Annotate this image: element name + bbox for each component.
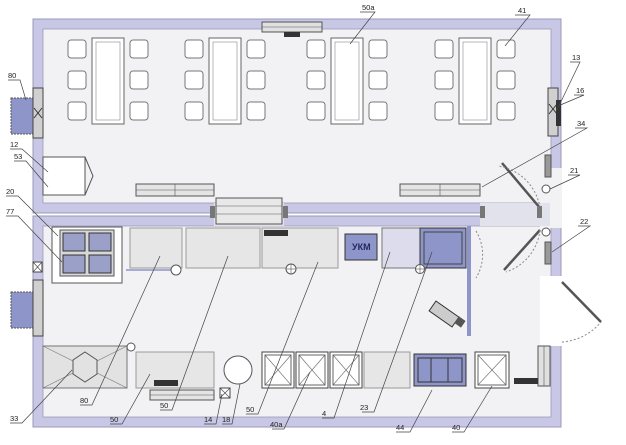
label-41: 41 bbox=[518, 6, 526, 15]
label-33: 33 bbox=[10, 414, 18, 423]
door-lower-right-b bbox=[561, 281, 602, 343]
lamp-22 bbox=[541, 227, 551, 237]
label-44: 44 bbox=[396, 423, 404, 432]
label-80-lower: 80 bbox=[80, 396, 88, 405]
stove-77 bbox=[51, 226, 123, 284]
vent-unit-lower bbox=[10, 279, 44, 337]
label-77: 77 bbox=[6, 207, 14, 216]
dining-table-group-3 bbox=[306, 37, 388, 125]
panel-22 bbox=[544, 241, 552, 265]
right-wall-unit bbox=[547, 87, 561, 137]
cabinet-44 bbox=[413, 353, 467, 387]
label-80-upper: 80 bbox=[8, 71, 16, 80]
drain-strip bbox=[154, 380, 178, 386]
label-50-a: 50 bbox=[110, 415, 118, 424]
dining-table-group-2 bbox=[184, 37, 266, 125]
radiator-top bbox=[261, 21, 323, 37]
counter-row-top bbox=[126, 227, 339, 276]
dining-table-group-1 bbox=[67, 37, 149, 125]
radiator-lower-right bbox=[514, 345, 551, 387]
wall-fixture bbox=[428, 300, 466, 328]
fridge-40 bbox=[474, 351, 510, 389]
vent-unit-upper bbox=[10, 87, 44, 139]
bench-corridor bbox=[215, 197, 283, 225]
dining-table-group-4 bbox=[434, 37, 516, 125]
bench-upper-left bbox=[135, 183, 215, 197]
lamp-21 bbox=[541, 184, 551, 194]
leader-lines bbox=[6, 11, 592, 433]
sink-unit-23 bbox=[381, 227, 467, 274]
label-20: 20 bbox=[6, 187, 14, 196]
label-34: 34 bbox=[577, 119, 585, 128]
label-16: 16 bbox=[576, 86, 584, 95]
bench-upper-right bbox=[399, 183, 481, 197]
fridge-row-40a bbox=[261, 351, 363, 389]
door-interior bbox=[475, 230, 484, 279]
label-13: 13 bbox=[572, 53, 580, 62]
ukm-label: УКМ bbox=[352, 242, 371, 252]
right-door-openings bbox=[540, 168, 563, 346]
door-upper-right bbox=[497, 162, 541, 209]
partition bbox=[467, 226, 471, 336]
ukm-unit: УКМ bbox=[344, 233, 378, 261]
bench-lower bbox=[149, 389, 215, 401]
cabinet-53 bbox=[42, 156, 94, 196]
counter-lower-mid bbox=[363, 351, 411, 389]
label-53: 53 bbox=[14, 152, 22, 161]
label-18: 18 bbox=[222, 415, 230, 424]
label-40a: 40а bbox=[270, 420, 283, 429]
label-14: 14 bbox=[204, 415, 212, 424]
label-23: 23 bbox=[360, 403, 368, 412]
label-4: 4 bbox=[322, 409, 326, 418]
label-40: 40 bbox=[452, 423, 460, 432]
door-lower-right-a bbox=[503, 229, 541, 273]
tank-18 bbox=[223, 355, 253, 385]
label-50-c: 50 bbox=[246, 405, 254, 414]
corridor-right bbox=[480, 203, 550, 226]
label-50-b: 50 bbox=[160, 401, 168, 410]
label-22: 22 bbox=[580, 217, 588, 226]
label-21: 21 bbox=[570, 166, 578, 175]
label-50a: 50а bbox=[362, 3, 375, 12]
panel-21 bbox=[544, 154, 552, 178]
label-12: 12 bbox=[10, 140, 18, 149]
oven-33 bbox=[42, 342, 136, 389]
